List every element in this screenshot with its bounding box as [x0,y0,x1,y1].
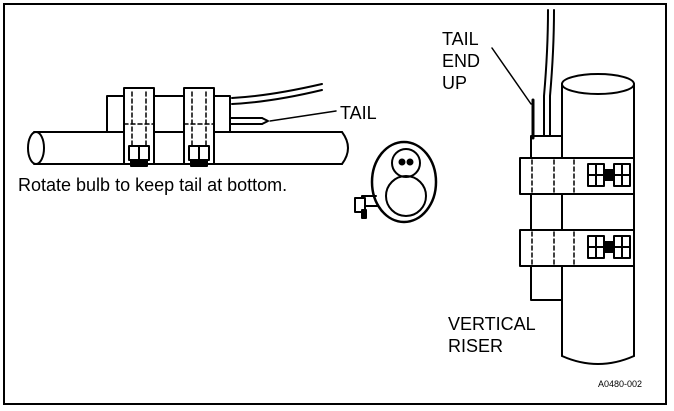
tail-end-up-line-1: TAIL [442,29,479,49]
tail-label: TAIL [340,103,377,123]
vertical-riser-line-1: VERTICAL [448,314,536,334]
riser-clamp-upper [519,157,635,195]
tail-leader-line [269,110,337,122]
sensing-bulb [106,95,269,133]
figure-id: A0480-002 [598,379,643,389]
pipe-clamp-right [183,87,215,167]
capillary-tube [231,83,323,105]
rotate-bulb-note: Rotate bulb to keep tail at bottom. [18,175,288,195]
vertical-riser-line-2: RISER [448,336,504,356]
riser-clamp-lower [519,229,635,267]
tail-end-up-line-2: END [442,51,481,71]
tail-end-up-leader [491,47,532,105]
pipe-end-view [354,140,438,224]
vertical-riser-pipe [561,73,635,365]
pipe-clamp-left [123,87,155,167]
tail-end-up-line-3: UP [442,73,468,93]
